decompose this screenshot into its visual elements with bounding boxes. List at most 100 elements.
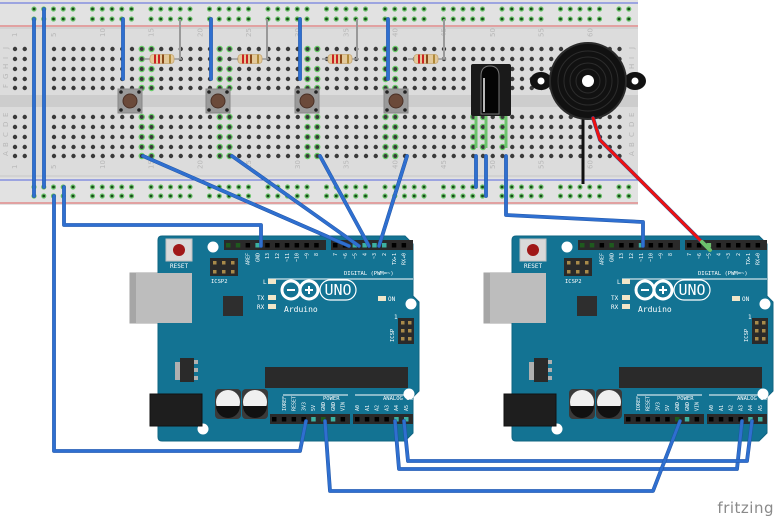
header-pin[interactable] [382,243,387,248]
header-pin[interactable] [626,417,631,422]
header-pin[interactable] [281,417,287,422]
header-pin[interactable] [372,243,377,248]
breadboard-hole [51,66,57,72]
header-pin[interactable] [314,243,319,248]
header-pin[interactable] [311,417,316,422]
header-pin[interactable] [294,243,300,248]
header-pin[interactable] [648,243,654,248]
header-pin[interactable] [655,417,660,422]
breadboard-hole [451,66,456,72]
breadboard-hole [188,124,193,130]
breadboard-hole [90,124,96,130]
header-pin[interactable] [609,243,614,248]
header-pin[interactable] [638,243,644,248]
header-pin[interactable] [726,243,731,248]
header-pin[interactable] [736,243,741,248]
row-label: H [628,64,636,69]
reset-button[interactable] [527,244,539,256]
header-pin[interactable] [589,243,595,248]
breadboard-hole [217,46,222,52]
header-pin[interactable] [658,243,663,248]
header-pin[interactable] [694,417,700,422]
header-pin[interactable] [340,417,346,422]
header-pin[interactable] [275,243,280,248]
header-pin[interactable] [330,417,336,422]
header-pin[interactable] [333,243,338,248]
breadboard-hole [344,134,349,140]
breadboard-hole [149,144,154,150]
breadboard-hole [61,46,66,52]
header-pin[interactable] [716,243,721,248]
header-pin[interactable] [706,243,712,248]
resistor[interactable] [322,19,359,64]
rail-hole-center [120,194,124,198]
header-pin[interactable] [755,243,761,248]
header-pin[interactable] [687,243,692,248]
header-pin[interactable] [668,243,673,248]
breadboard-hole [461,114,466,120]
pushbutton[interactable] [117,88,143,114]
hole-highlight [304,133,311,141]
header-pin[interactable] [718,417,724,422]
header-pin[interactable] [599,243,605,248]
breadboard-hole [480,124,486,130]
rail-hole-center [325,185,328,189]
piezo-buzzer[interactable] [530,42,646,184]
header-pin[interactable] [580,243,585,248]
header-pin[interactable] [404,417,409,422]
resistor[interactable] [408,19,446,64]
header-pin[interactable] [728,417,734,422]
breadboard-hole [344,124,349,130]
header-pin[interactable] [629,243,634,248]
pushbutton[interactable] [205,88,231,114]
header-pin[interactable] [384,417,389,422]
header-pin[interactable] [321,417,326,422]
header-pin[interactable] [291,417,297,422]
header-pin[interactable] [391,243,397,248]
icsp2-pin [222,270,226,274]
header-pin[interactable] [235,243,241,248]
header-pin[interactable] [635,417,641,422]
header-pin[interactable] [619,243,624,248]
header-pin[interactable] [255,243,260,248]
header-pin[interactable] [245,243,251,248]
header-pin[interactable] [758,417,763,422]
header-pin[interactable] [374,417,380,422]
breadboard-hole [295,144,300,150]
resistor[interactable] [232,19,269,64]
hole-highlight [304,152,311,160]
header-pin[interactable] [675,417,680,422]
breadboard-hole [246,124,252,130]
pushbutton-pin [207,90,211,94]
reset-button[interactable] [173,244,185,256]
header-pin[interactable] [684,417,690,422]
header-pin[interactable] [272,417,277,422]
header-pin[interactable] [738,417,743,422]
breadboard-hole [178,114,183,120]
header-pin[interactable] [364,417,370,422]
header-pin[interactable] [401,243,407,248]
header-pin[interactable] [665,417,670,422]
breadboard-hole [90,114,96,120]
resistor[interactable] [144,19,182,64]
header-pin[interactable] [284,243,290,248]
header-pin[interactable] [745,243,751,248]
header-pin[interactable] [226,243,231,248]
breadboard-hole [354,114,359,120]
header-pin[interactable] [355,417,360,422]
ir-receiver[interactable] [471,64,511,148]
header-pin[interactable] [301,417,306,422]
header-pin[interactable] [696,243,702,248]
header-pin[interactable] [304,243,309,248]
header-pin[interactable] [362,243,367,248]
pushbutton[interactable] [383,88,409,114]
header-pin[interactable] [748,417,753,422]
pushbutton[interactable] [294,88,320,114]
header-pin[interactable] [265,243,270,248]
header-pin[interactable] [645,417,651,422]
header-pin[interactable] [709,417,714,422]
breadboard-hole [71,124,76,130]
header-pin[interactable] [394,417,399,422]
